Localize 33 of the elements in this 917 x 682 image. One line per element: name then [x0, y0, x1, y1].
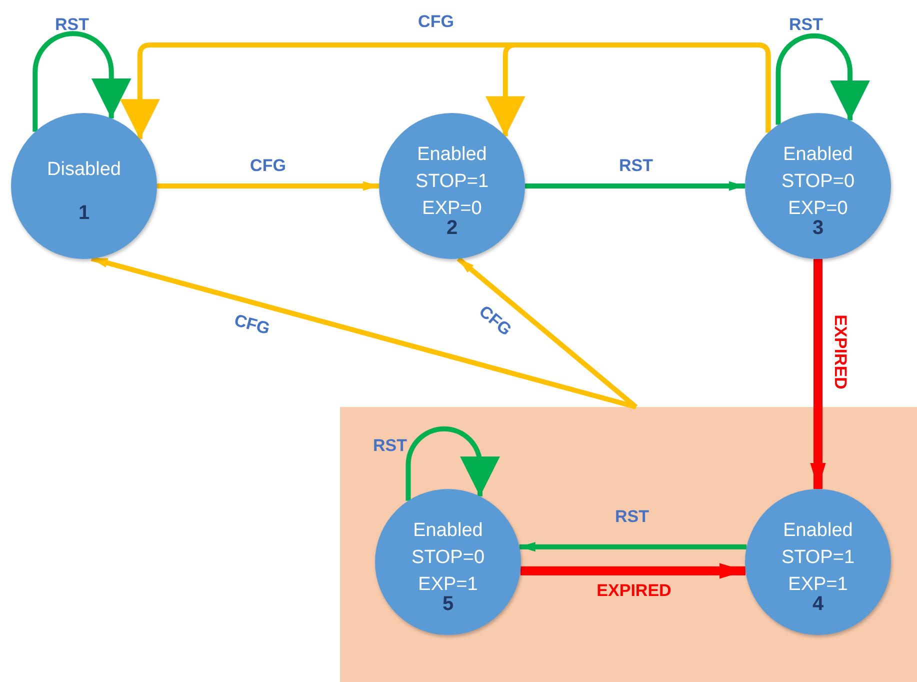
state-number: 3: [812, 218, 824, 238]
state-number: 2: [446, 218, 458, 238]
state-label: Enabled STOP=1 EXP=1: [780, 518, 856, 596]
edge-label: CFG: [232, 310, 272, 340]
edge-label: RST: [619, 156, 653, 176]
state-group-band: [340, 407, 917, 682]
transition-arrow: [485, 42, 771, 136]
state-label: Enabled STOP=0 EXP=1: [410, 518, 486, 596]
edge-label: EXPIRED: [596, 581, 672, 601]
self-loop-arrow: [406, 426, 500, 501]
edge-label: RST: [789, 15, 823, 35]
transition-arrow: [90, 256, 637, 410]
self-loop-arrow: [776, 33, 870, 125]
state-number: 5: [442, 594, 454, 614]
state-label: Enabled STOP=0 EXP=0: [780, 142, 856, 220]
edge-label: RST: [373, 436, 407, 456]
edge-label: CFG: [474, 302, 516, 340]
transition-arrow: [519, 542, 747, 552]
self-loop-arrow: [32, 31, 132, 132]
state-label: Enabled STOP=1 EXP=0: [414, 142, 490, 220]
edge-label: RST: [615, 507, 649, 527]
transition-arrow: [520, 563, 746, 579]
transition-arrow: [810, 259, 826, 489]
state-label: Disabled: [46, 158, 122, 182]
edge-label: EXPIRED: [830, 314, 850, 390]
transition-arrow: [456, 256, 638, 409]
transition-arrow: [157, 181, 379, 191]
edge-label: RST: [55, 15, 89, 35]
state-number: 4: [812, 594, 824, 614]
state-number: 1: [78, 202, 90, 222]
edge-label: CFG: [418, 12, 454, 32]
transition-arrow: [525, 181, 745, 191]
edge-label: CFG: [250, 156, 286, 176]
